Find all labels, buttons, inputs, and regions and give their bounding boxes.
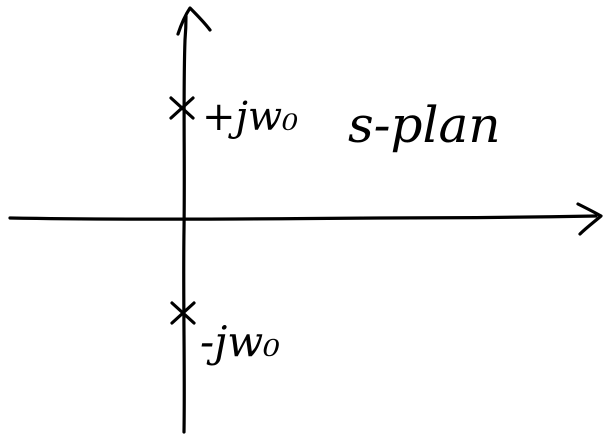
upper-pole-cross-mark-icon [169, 96, 195, 120]
real-axis-arrowhead-icon [576, 202, 603, 236]
lower-pole-cross-mark-icon [170, 301, 196, 325]
s-plane-label: s-plan [348, 96, 501, 154]
imaginary-axis [182, 14, 188, 434]
lower-pole-label: -jw₀ [200, 317, 280, 366]
real-axis [8, 214, 598, 221]
imaginary-axis-arrowhead-icon [176, 6, 212, 36]
upper-pole-label: +jw₀ [202, 94, 298, 140]
